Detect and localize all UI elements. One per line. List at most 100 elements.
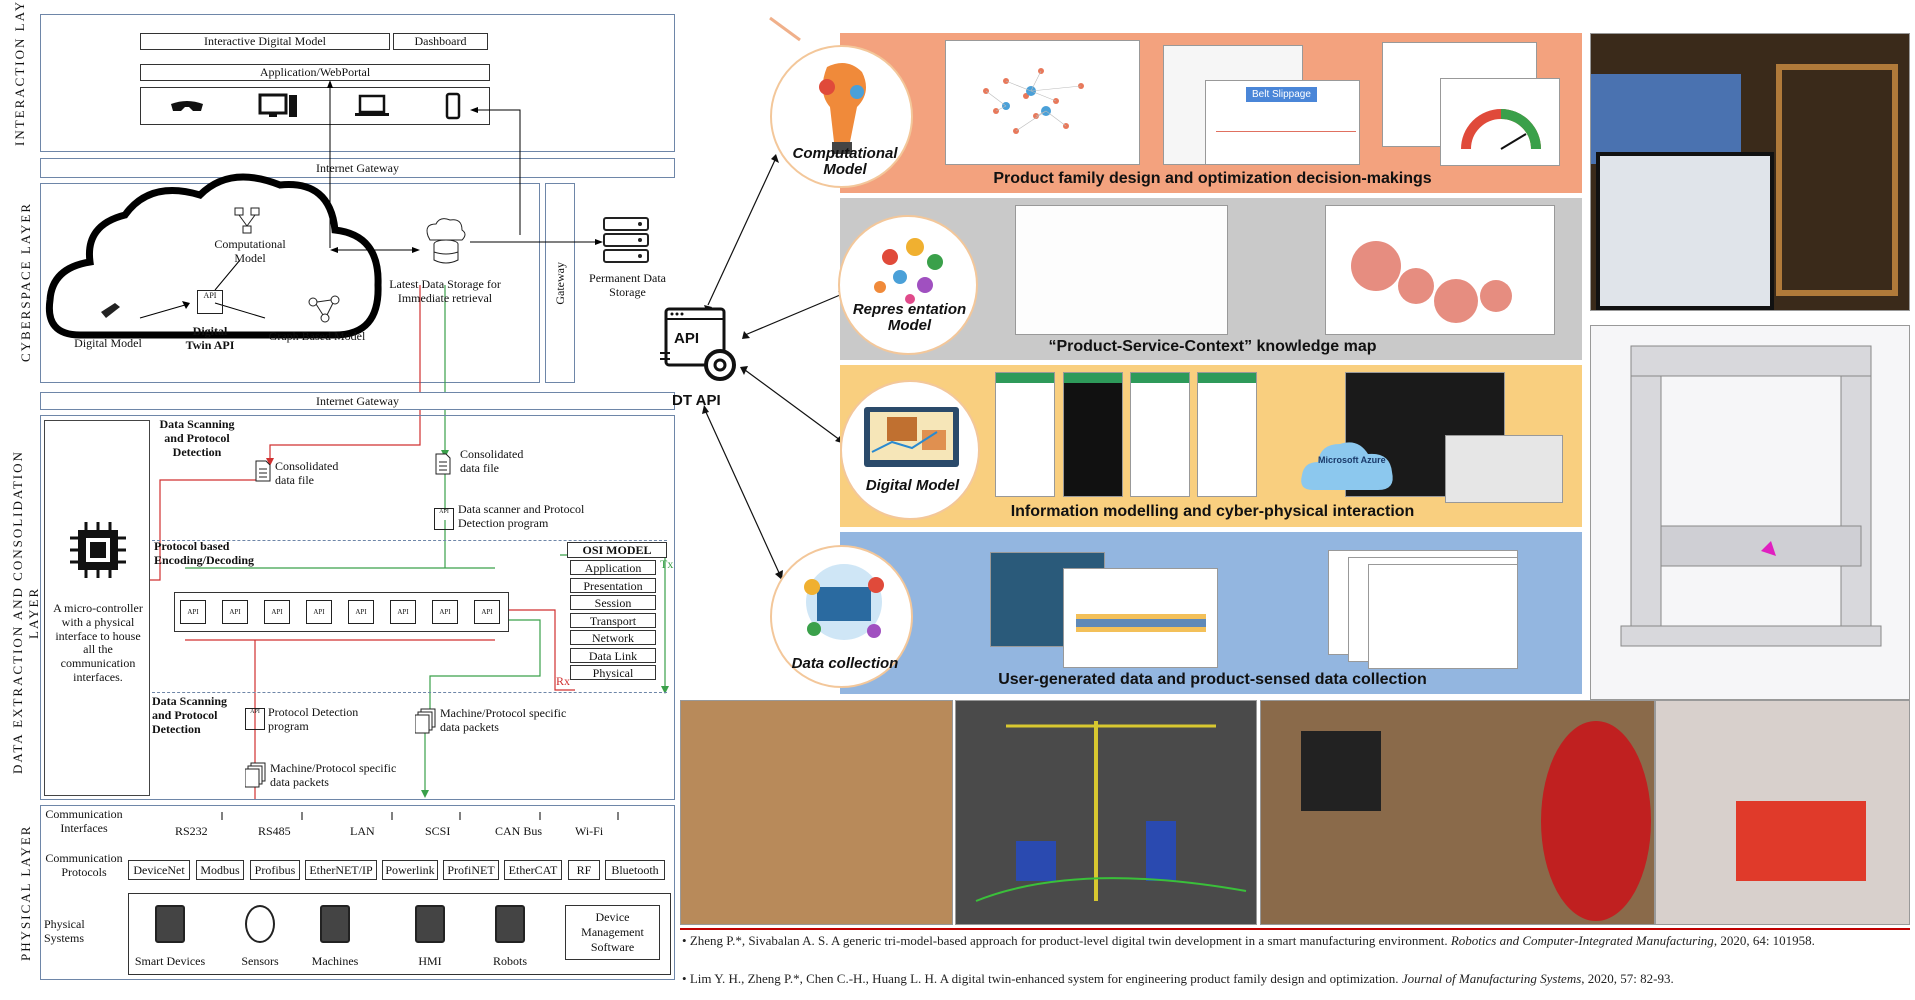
- protocol-box: DeviceNet: [128, 860, 190, 880]
- user-post-screenshot: [1368, 564, 1518, 669]
- server-rack-icon: [603, 217, 649, 263]
- dt-api-label: DT API: [672, 392, 721, 409]
- physical-system-label: Sensors: [241, 954, 279, 968]
- packets-label-1: Machine/Protocol specific data packets: [270, 761, 397, 789]
- computational-model-circle: [770, 45, 913, 188]
- interface-label: RS232: [175, 824, 208, 838]
- machine-icon: [320, 905, 350, 943]
- panel-user-data-title: User-generated data and product-sensed d…: [998, 671, 1427, 688]
- interface-label: LAN: [350, 824, 375, 838]
- print-bed-photo: [1655, 700, 1910, 925]
- comm-interfaces-label: Communication Interfaces: [45, 807, 123, 835]
- comm-protocols-label: Communication Protocols: [45, 851, 123, 879]
- consolidated-file-1: Consolidated data file: [275, 459, 339, 487]
- osi-layer: Physical: [570, 665, 656, 680]
- protocol-box: Modbus: [196, 860, 244, 880]
- knowledge-tree-screenshot: [1015, 205, 1228, 335]
- mobile-app-screenshot: [1197, 372, 1257, 497]
- graph-model-label: Graph Based Model: [268, 329, 366, 343]
- web-portal-box: Application/WebPortal: [140, 64, 490, 81]
- osi-layer: Network: [570, 630, 656, 645]
- cad-model-screenshot: [1445, 435, 1563, 503]
- osi-layer: Session: [570, 595, 656, 610]
- panel-info-modelling-title: Information modelling and cyber-physical…: [1010, 503, 1415, 520]
- computational-model-circle-label: Computational Model: [792, 145, 898, 178]
- data-extraction-layer-frame: [40, 415, 675, 800]
- encoder-chip-icon: API: [222, 600, 248, 624]
- mobile-app-screenshot: [1063, 372, 1123, 497]
- encoder-chip-icon: API: [264, 600, 290, 624]
- construction-site-photo: [680, 700, 953, 925]
- encoder-chip-icon: API: [432, 600, 458, 624]
- references-divider: [680, 928, 1910, 930]
- smartphone-icon: [446, 92, 461, 120]
- interface-label: SCSI: [425, 824, 451, 838]
- printer-cad-render: [1590, 325, 1910, 700]
- encoder-chip-icon: API: [474, 600, 500, 624]
- vr-headset-icon: [170, 101, 203, 111]
- device-management-box: Device Management Software: [565, 905, 660, 960]
- gateway-vertical-box: Gateway: [545, 183, 575, 383]
- internet-gateway-top: Internet Gateway: [40, 158, 675, 178]
- knowledge-graph-screenshot: [1325, 205, 1555, 335]
- mobile-app-screenshot: [995, 372, 1055, 497]
- protocol-box: Profibus: [250, 860, 300, 880]
- reference-1-authors: Zheng P.*, Sivabalan A. S. A generic tri…: [689, 933, 1451, 948]
- physical-system-label: Machines: [311, 954, 359, 968]
- protocol-box: Powerlink: [382, 860, 438, 880]
- panel-knowledge-map-title: “Product-Service-Context” knowledge map: [1048, 338, 1377, 355]
- osi-layer: Application: [570, 560, 656, 575]
- sensor-icon: [245, 905, 275, 943]
- osi-layer: Presentation: [570, 577, 656, 593]
- document-icon: [435, 453, 451, 475]
- desktop-computer-icon: [258, 93, 298, 117]
- protocol-box: ProfiNET: [443, 860, 499, 880]
- extraction-lower-divider: [152, 692, 667, 693]
- reference-1-journal: Robotics and Computer-Integrated Manufac…: [1450, 933, 1714, 948]
- rx-label: Rx: [556, 674, 571, 688]
- belt-slippage-chart: Belt Slippage: [1205, 80, 1360, 165]
- microchip-icon: [70, 522, 126, 578]
- digital-model-circle-label: Digital Model: [865, 477, 960, 494]
- packets-label-2: Machine/Protocol specific data packets: [440, 706, 567, 734]
- protocol-box: EtherNET/IP: [305, 860, 377, 880]
- crane-simulation-render: [955, 700, 1257, 925]
- digital-model-label: Digital Model: [74, 336, 142, 350]
- belt-slippage-label: Belt Slippage: [1246, 87, 1317, 102]
- physical-systems-label: Physical Systems: [44, 917, 85, 945]
- scan-bottom-title: Data Scanning and Protocol Detection: [152, 694, 228, 736]
- detection-chip-icon: API: [245, 708, 265, 730]
- tx-label: Tx: [660, 557, 674, 571]
- reference-1: • Zheng P.*, Sivabalan A. S. A generic t…: [682, 933, 1815, 948]
- encoder-chip-icon: API: [390, 600, 416, 624]
- sensor-chart-screenshot: [1063, 568, 1218, 668]
- microcontroller-frame: [44, 420, 150, 796]
- reference-2-authors: Lim Y. H., Zheng P.*, Chen C.-H., Huang …: [689, 971, 1402, 986]
- dashboard-box: Dashboard: [393, 33, 488, 50]
- representation-model-circle-label: Repres entation Model: [852, 301, 967, 334]
- protocol-box: RF: [568, 860, 600, 880]
- physical-system-label: HMI: [418, 954, 442, 968]
- api-gear-icon: API: [197, 290, 223, 314]
- physical-systems-frame: [128, 893, 671, 975]
- encoder-chip-icon: API: [348, 600, 374, 624]
- interaction-layer-frame: [40, 14, 675, 152]
- physical-system-label: Smart Devices: [134, 954, 206, 968]
- graph-network-icon: [308, 295, 340, 323]
- interactive-digital-model-box: Interactive Digital Model: [140, 33, 390, 50]
- network-graph-screenshot: [945, 40, 1140, 165]
- cloud-shape: [45, 173, 382, 339]
- printer-wiring-photo: [1260, 700, 1655, 925]
- digital-model-icon: [101, 303, 120, 318]
- physical-layer-frame: [40, 805, 675, 980]
- scan-top-title: Data Scanning and Protocol Detection: [159, 417, 235, 459]
- stacked-documents-icon: [415, 708, 436, 734]
- api-icon-text: API: [674, 330, 699, 347]
- mobile-app-screenshot: [1130, 372, 1190, 497]
- chart-trace-line: [1216, 131, 1356, 132]
- interface-label: RS485: [258, 824, 291, 838]
- reference-2: • Lim Y. H., Zheng P.*, Chen C.-H., Huan…: [682, 971, 1674, 986]
- device-icons-box: [140, 87, 490, 125]
- osi-layer: Data Link: [570, 647, 656, 663]
- panel-product-family-title: Product family design and optimization d…: [993, 170, 1432, 187]
